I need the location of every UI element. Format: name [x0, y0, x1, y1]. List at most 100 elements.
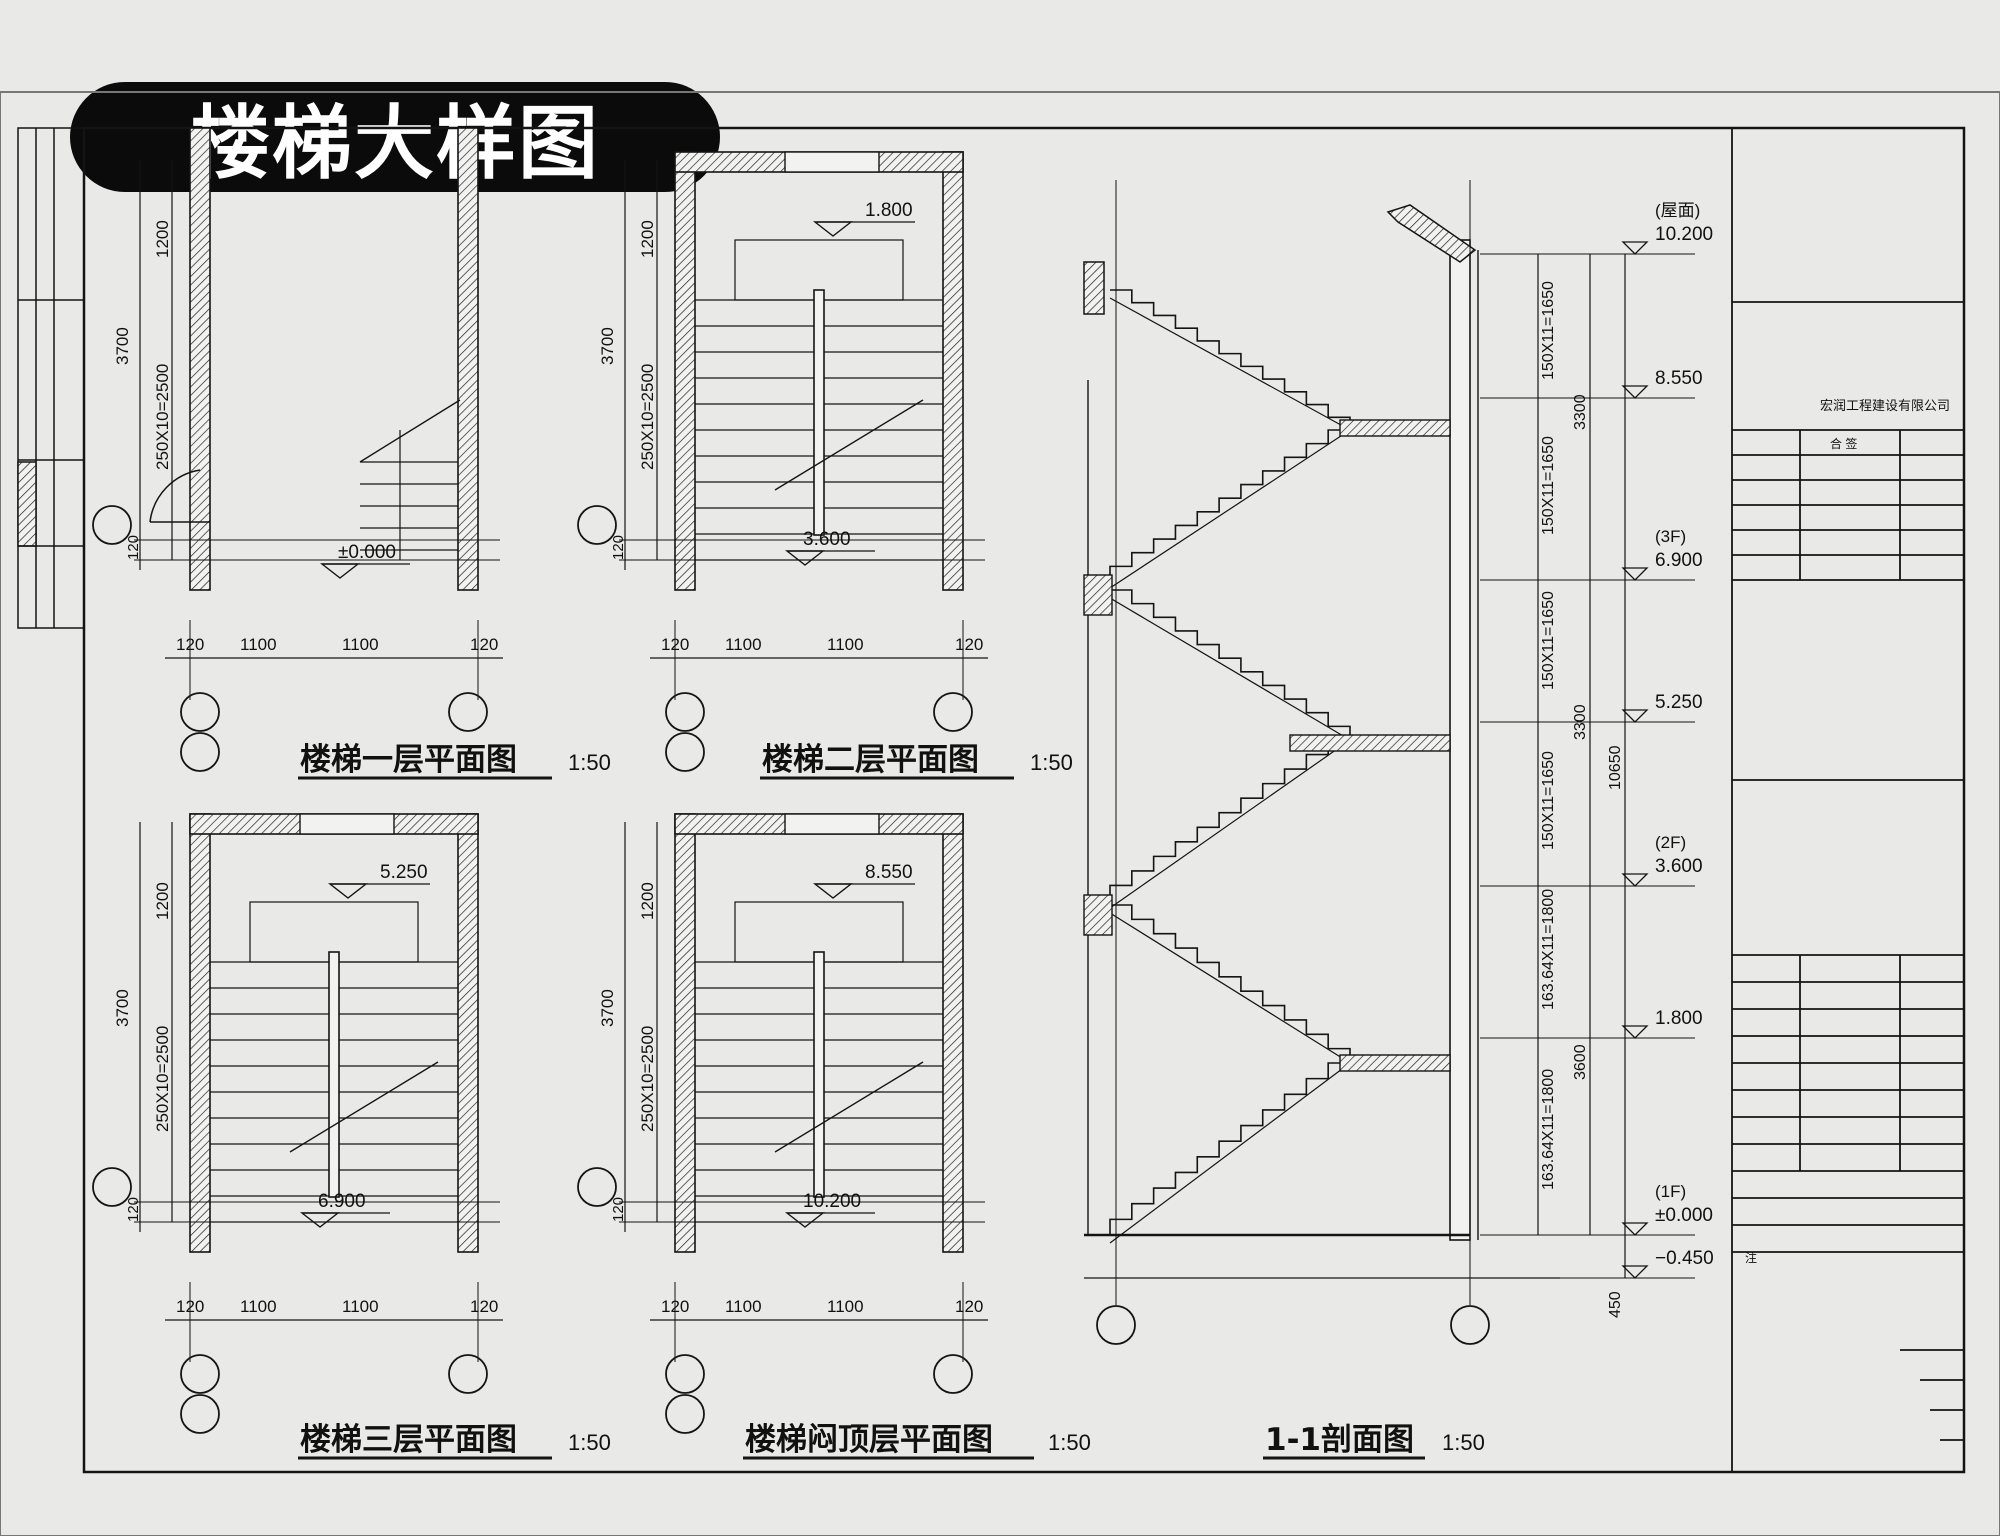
dim-steps: 250X10=2500: [638, 364, 657, 470]
dim-width-4: 120: [955, 1297, 983, 1316]
floor-height-3: 3600: [1572, 1044, 1589, 1080]
landing-slab-1: [1339, 419, 1451, 437]
level-value-4: 5.250: [1655, 692, 1703, 713]
landing-slab-2: [1289, 734, 1451, 752]
axis-bubble-left: [92, 505, 132, 545]
axis-bubble-b: [180, 1394, 220, 1434]
axis-bubble-a: [665, 1354, 705, 1394]
axis-bubble-left: [577, 505, 617, 545]
left-signature-strip: [17, 127, 85, 629]
elevation-main: ±0.000: [338, 542, 396, 563]
outer-border: [0, 91, 2000, 1536]
level-tag-3: (3F): [1655, 527, 1686, 546]
elevation-marker: [784, 550, 826, 566]
axis-bubble-a: [180, 692, 220, 732]
plan-title-1: 楼梯一层平面图: [300, 742, 517, 778]
dim-width-2: 1100: [725, 1297, 762, 1316]
level-marker: [1621, 567, 1649, 581]
dim-upper: 1200: [638, 220, 657, 258]
dim-width-4: 120: [470, 1297, 498, 1316]
flight-dim-5: 163.64X11=1800: [1540, 889, 1557, 1010]
inner-border: [82, 126, 1966, 1474]
elevation-landing: 1.800: [865, 200, 913, 221]
handrail: [328, 951, 340, 1198]
axis-bubble-left: [92, 1167, 132, 1207]
section-left-wall-segment: [1083, 261, 1105, 315]
elevation-marker: [319, 563, 361, 579]
landing-marker: [812, 221, 854, 237]
elevation-landing: 8.550: [865, 862, 913, 883]
dim-width-3: 1100: [342, 635, 379, 654]
dim-width-1: 120: [176, 1297, 204, 1316]
plan-wall-right: [942, 813, 964, 1253]
dim-upper: 1200: [153, 882, 172, 920]
level-marker: [1621, 385, 1649, 399]
level-value-1: 10.200: [1655, 224, 1713, 245]
plan-window: [784, 813, 880, 835]
axis-bubble-c: [448, 1354, 488, 1394]
floor-height-1: 3300: [1572, 394, 1589, 430]
flight-soffit: [1109, 912, 1351, 1064]
axis-bubble-a: [665, 692, 705, 732]
dim-steps: 250X10=2500: [153, 364, 172, 470]
base-dim: 450: [1607, 1291, 1624, 1318]
cut-line: [359, 399, 461, 463]
handrail: [813, 289, 825, 536]
level-tag-7: (1F): [1655, 1182, 1686, 1201]
plan-scale-4: 1:50: [1048, 1430, 1091, 1455]
dim-steps: 250X10=2500: [153, 1026, 172, 1132]
flight-dim-6: 163.64X11=1800: [1540, 1069, 1557, 1190]
plan-window: [299, 813, 395, 835]
level-tag-5: (2F): [1655, 833, 1686, 852]
elevation-marker: [299, 1212, 341, 1228]
dim-edge: 120: [125, 535, 142, 560]
axis-bubble-c: [933, 692, 973, 732]
flight-dim-4: 150X11=1650: [1540, 751, 1557, 850]
title-block-signoff: 合 签: [1830, 436, 1857, 451]
axis-bubble-c: [448, 692, 488, 732]
dim-width-2: 1100: [725, 635, 762, 654]
section-title: 1-1剖面图: [1265, 1422, 1414, 1458]
title-banner: 楼梯大样图: [70, 82, 720, 192]
flight-soffit: [1109, 1062, 1351, 1244]
plan-wall-right: [942, 151, 964, 591]
flight-soffit: [1109, 429, 1351, 589]
stair-flight-2: [1109, 429, 1350, 580]
plan-scale-1: 1:50: [568, 750, 611, 775]
flight-soffit: [1109, 297, 1351, 431]
level-marker: [1621, 1025, 1649, 1039]
company-name: 宏润工程建设有限公司: [1820, 398, 1950, 413]
plan-wall-left: [674, 151, 696, 591]
dim-width-4: 120: [470, 635, 498, 654]
flight-soffit: [1109, 597, 1351, 741]
level-value-3: 6.900: [1655, 550, 1703, 571]
section-axis-bubble-right: [1450, 1305, 1490, 1345]
plan-title-4: 楼梯闷顶层平面图: [745, 1422, 993, 1458]
plan-wall-right: [457, 127, 479, 591]
plans-layer: ±0.000 3700 1200 250X10=2500 120 120 1100 1100 1…: [92, 127, 988, 1434]
axis-bubble-a: [180, 1354, 220, 1394]
landing-marker: [327, 883, 369, 899]
elevation-marker: [784, 1212, 826, 1228]
dim-upper: 1200: [638, 882, 657, 920]
level-tag-1: (屋面): [1655, 201, 1700, 220]
door-swing: [149, 469, 201, 523]
section-axis-bubble-left: [1096, 1305, 1136, 1345]
dim-width-4: 120: [955, 635, 983, 654]
cut-line: [774, 1061, 924, 1153]
dim-width-1: 120: [661, 635, 689, 654]
stair-flight-4: [1109, 739, 1350, 900]
plan-title-3: 楼梯三层平面图: [300, 1422, 517, 1458]
stair-flight-3: [1110, 589, 1351, 740]
level-value-6: 1.800: [1655, 1008, 1703, 1029]
dim-total: 3700: [113, 989, 132, 1027]
dim-total: 3700: [598, 327, 617, 365]
floor-height-2: 3300: [1572, 704, 1589, 740]
axis-bubble-b: [665, 1394, 705, 1434]
level-marker: [1621, 1265, 1649, 1279]
level-value-5: 3.600: [1655, 856, 1703, 877]
